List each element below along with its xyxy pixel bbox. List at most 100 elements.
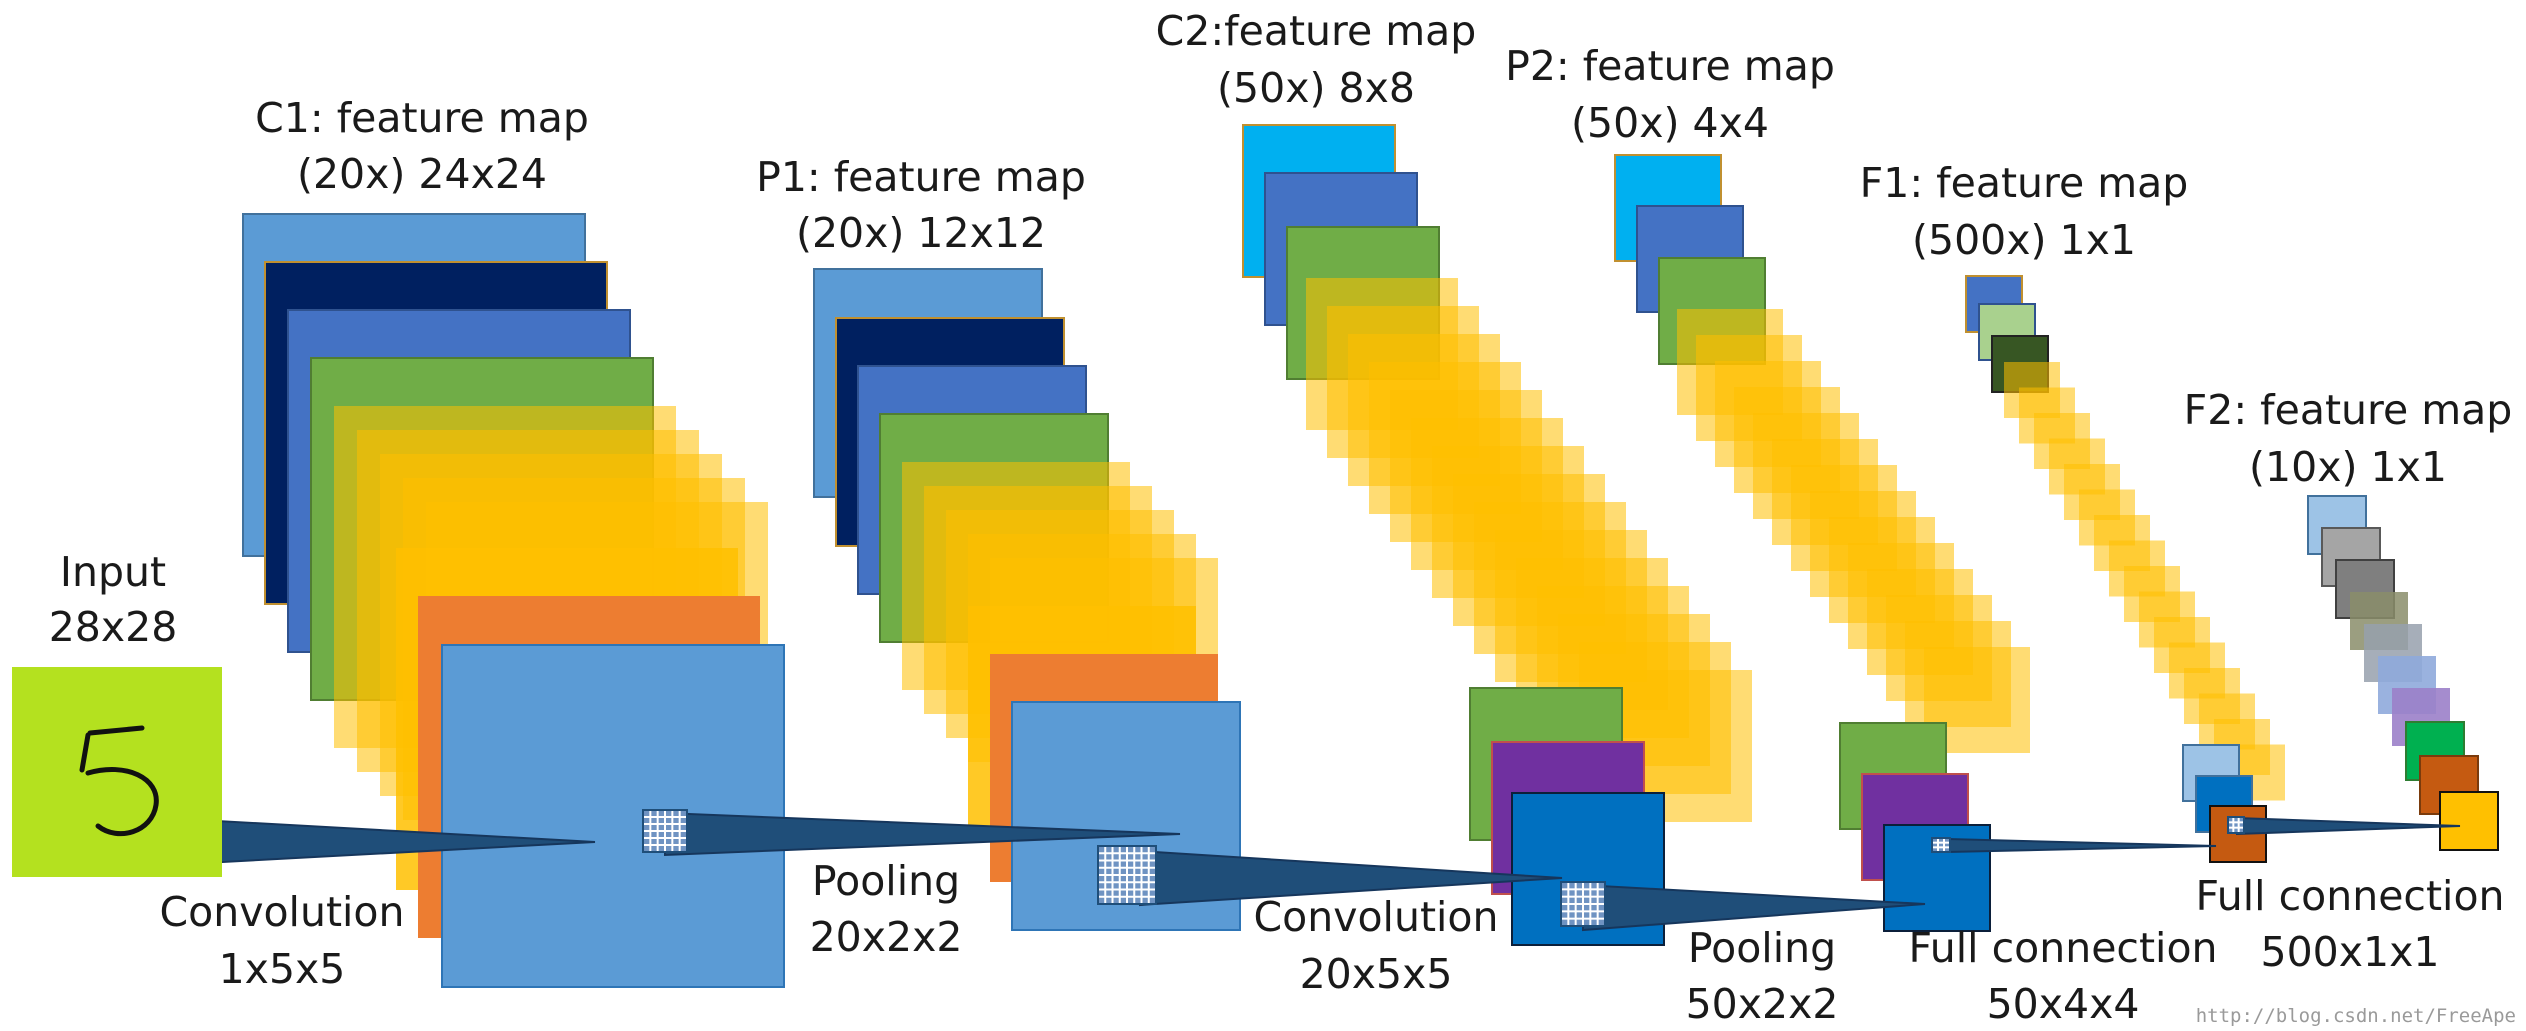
c1-stack (242, 213, 785, 988)
pool2-kernel-cell (1569, 905, 1575, 911)
conv2-kernel-cell (1120, 861, 1126, 867)
pool2-kernel-cell (1584, 912, 1590, 918)
pool2-kernel-cell (1591, 890, 1597, 896)
input-size: 28x28 (49, 603, 178, 651)
conv2-kernel-cell (1106, 876, 1112, 882)
p1-title: P1: feature map (756, 153, 1086, 201)
conv2-kernel (1097, 845, 1157, 905)
fc1-kernel-cell (1933, 843, 1937, 847)
f2-title: F2: feature map (2184, 386, 2513, 434)
conv2-kernel-cell (1135, 861, 1141, 867)
pool1-kernel-cell (644, 839, 650, 844)
pool2-kernel-cell (1562, 897, 1568, 903)
pool1-kernel-cell (644, 818, 650, 823)
pool2-kernel-cell (1562, 905, 1568, 911)
pool2-kernel-cell (1584, 890, 1590, 896)
f1-title: F1: feature map (1860, 159, 2189, 207)
conv2-kernel-cell (1106, 868, 1112, 874)
conv2-kernel-cell (1142, 890, 1148, 896)
pool2-kernel-cell (1562, 890, 1568, 896)
fc1-size: 50x4x4 (1987, 980, 2140, 1028)
conv2-kernel-cell (1128, 883, 1134, 889)
pool1-kernel-cell (666, 811, 672, 816)
fc2-kernel-cell (2229, 823, 2233, 827)
pool1-kernel-cell (673, 832, 679, 837)
fc2-size: 500x1x1 (2261, 928, 2440, 976)
pool2-kernel-cell (1598, 897, 1604, 903)
pool2-kernel-cell (1576, 912, 1582, 918)
c2-title: C2:feature map (1156, 7, 1477, 55)
pool1-kernel-cell (666, 832, 672, 837)
conv2-kernel-cell (1128, 847, 1134, 853)
pool2-name: Pooling (1688, 924, 1836, 972)
fc2-kernel-cell (2229, 818, 2233, 822)
pool2-kernel-cell (1591, 912, 1597, 918)
conv2-kernel-cell (1120, 847, 1126, 853)
conv2-kernel-cell (1099, 861, 1105, 867)
conv2-kernel-cell (1113, 847, 1119, 853)
conv2-kernel-cell (1113, 868, 1119, 874)
pool1-kernel-cell (680, 811, 686, 816)
p2-title: P2: feature map (1505, 42, 1835, 90)
conv2-kernel-cell (1149, 847, 1155, 853)
fc1-kernel-cell (1945, 848, 1949, 851)
pool1-kernel-cell (680, 832, 686, 837)
conv2-kernel-cell (1128, 876, 1134, 882)
pool2-kernel-cell (1591, 905, 1597, 911)
conv2-kernel-cell (1135, 868, 1141, 874)
pool1-kernel-cell (658, 839, 664, 844)
fc2-kernel-cell (2234, 818, 2238, 822)
p2-size: (50x) 4x4 (1571, 99, 1769, 147)
pool1-size: 20x2x2 (810, 913, 963, 961)
conv2-kernel-cell (1135, 890, 1141, 896)
conv2-kernel-cell (1120, 890, 1126, 896)
conv2-kernel-cell (1106, 861, 1112, 867)
conv2-kernel-cell (1149, 883, 1155, 889)
conv1-name: Convolution (160, 888, 405, 936)
fc2-kernel-cell (2239, 823, 2243, 827)
pool2-kernel-cell (1569, 890, 1575, 896)
pool1-kernel-cell (666, 818, 672, 823)
p1-size: (20x) 12x12 (796, 209, 1046, 257)
feature-map-stacks (242, 124, 2499, 988)
conv2-kernel-cell (1106, 897, 1112, 903)
pool1-kernel-cell (651, 832, 657, 837)
c2-stack (1242, 124, 1752, 946)
pool2-kernel-cell (1562, 883, 1568, 889)
conv2-kernel-cell (1142, 876, 1148, 882)
conv2-kernel-cell (1128, 890, 1134, 896)
pool2-kernel-cell (1598, 912, 1604, 918)
conv2-kernel-cell (1142, 847, 1148, 853)
input-title: Input (60, 548, 166, 596)
pool1-kernel-cell (651, 839, 657, 844)
conv2-kernel-cell (1120, 876, 1126, 882)
pool1-kernel-cell (644, 825, 650, 830)
pool1-kernel-cell (651, 811, 657, 816)
pool2-kernel (1560, 881, 1606, 927)
pool1-kernel-cell (673, 811, 679, 816)
fc1-kernel-cell (1939, 839, 1943, 842)
fc1-arrow (1947, 837, 2217, 854)
pool1-kernel-cell (658, 832, 664, 837)
f1-stack (1965, 275, 2285, 863)
pool2-kernel-cell (1576, 890, 1582, 896)
pool1-kernel-cell (673, 818, 679, 823)
pool2-kernel-cell (1576, 905, 1582, 911)
pool2-kernel-cell (1562, 919, 1568, 925)
pool1-name: Pooling (812, 857, 960, 905)
fc1-kernel-cell (1945, 843, 1949, 847)
pool1-kernel-cell (680, 818, 686, 823)
conv2-kernel-cell (1120, 854, 1126, 860)
watermark: http://blog.csdn.net/FreeApe (2196, 1005, 2516, 1027)
conv2-kernel-cell (1142, 883, 1148, 889)
fc2-arrow (2236, 816, 2461, 836)
input-image (12, 667, 222, 877)
conv2-kernel-cell (1113, 890, 1119, 896)
fc1-kernel-cell (1945, 839, 1949, 842)
pool2-kernel-cell (1584, 897, 1590, 903)
conv2-kernel-cell (1099, 890, 1105, 896)
connection-arrows (109, 811, 2461, 932)
conv2-kernel-cell (1113, 861, 1119, 867)
